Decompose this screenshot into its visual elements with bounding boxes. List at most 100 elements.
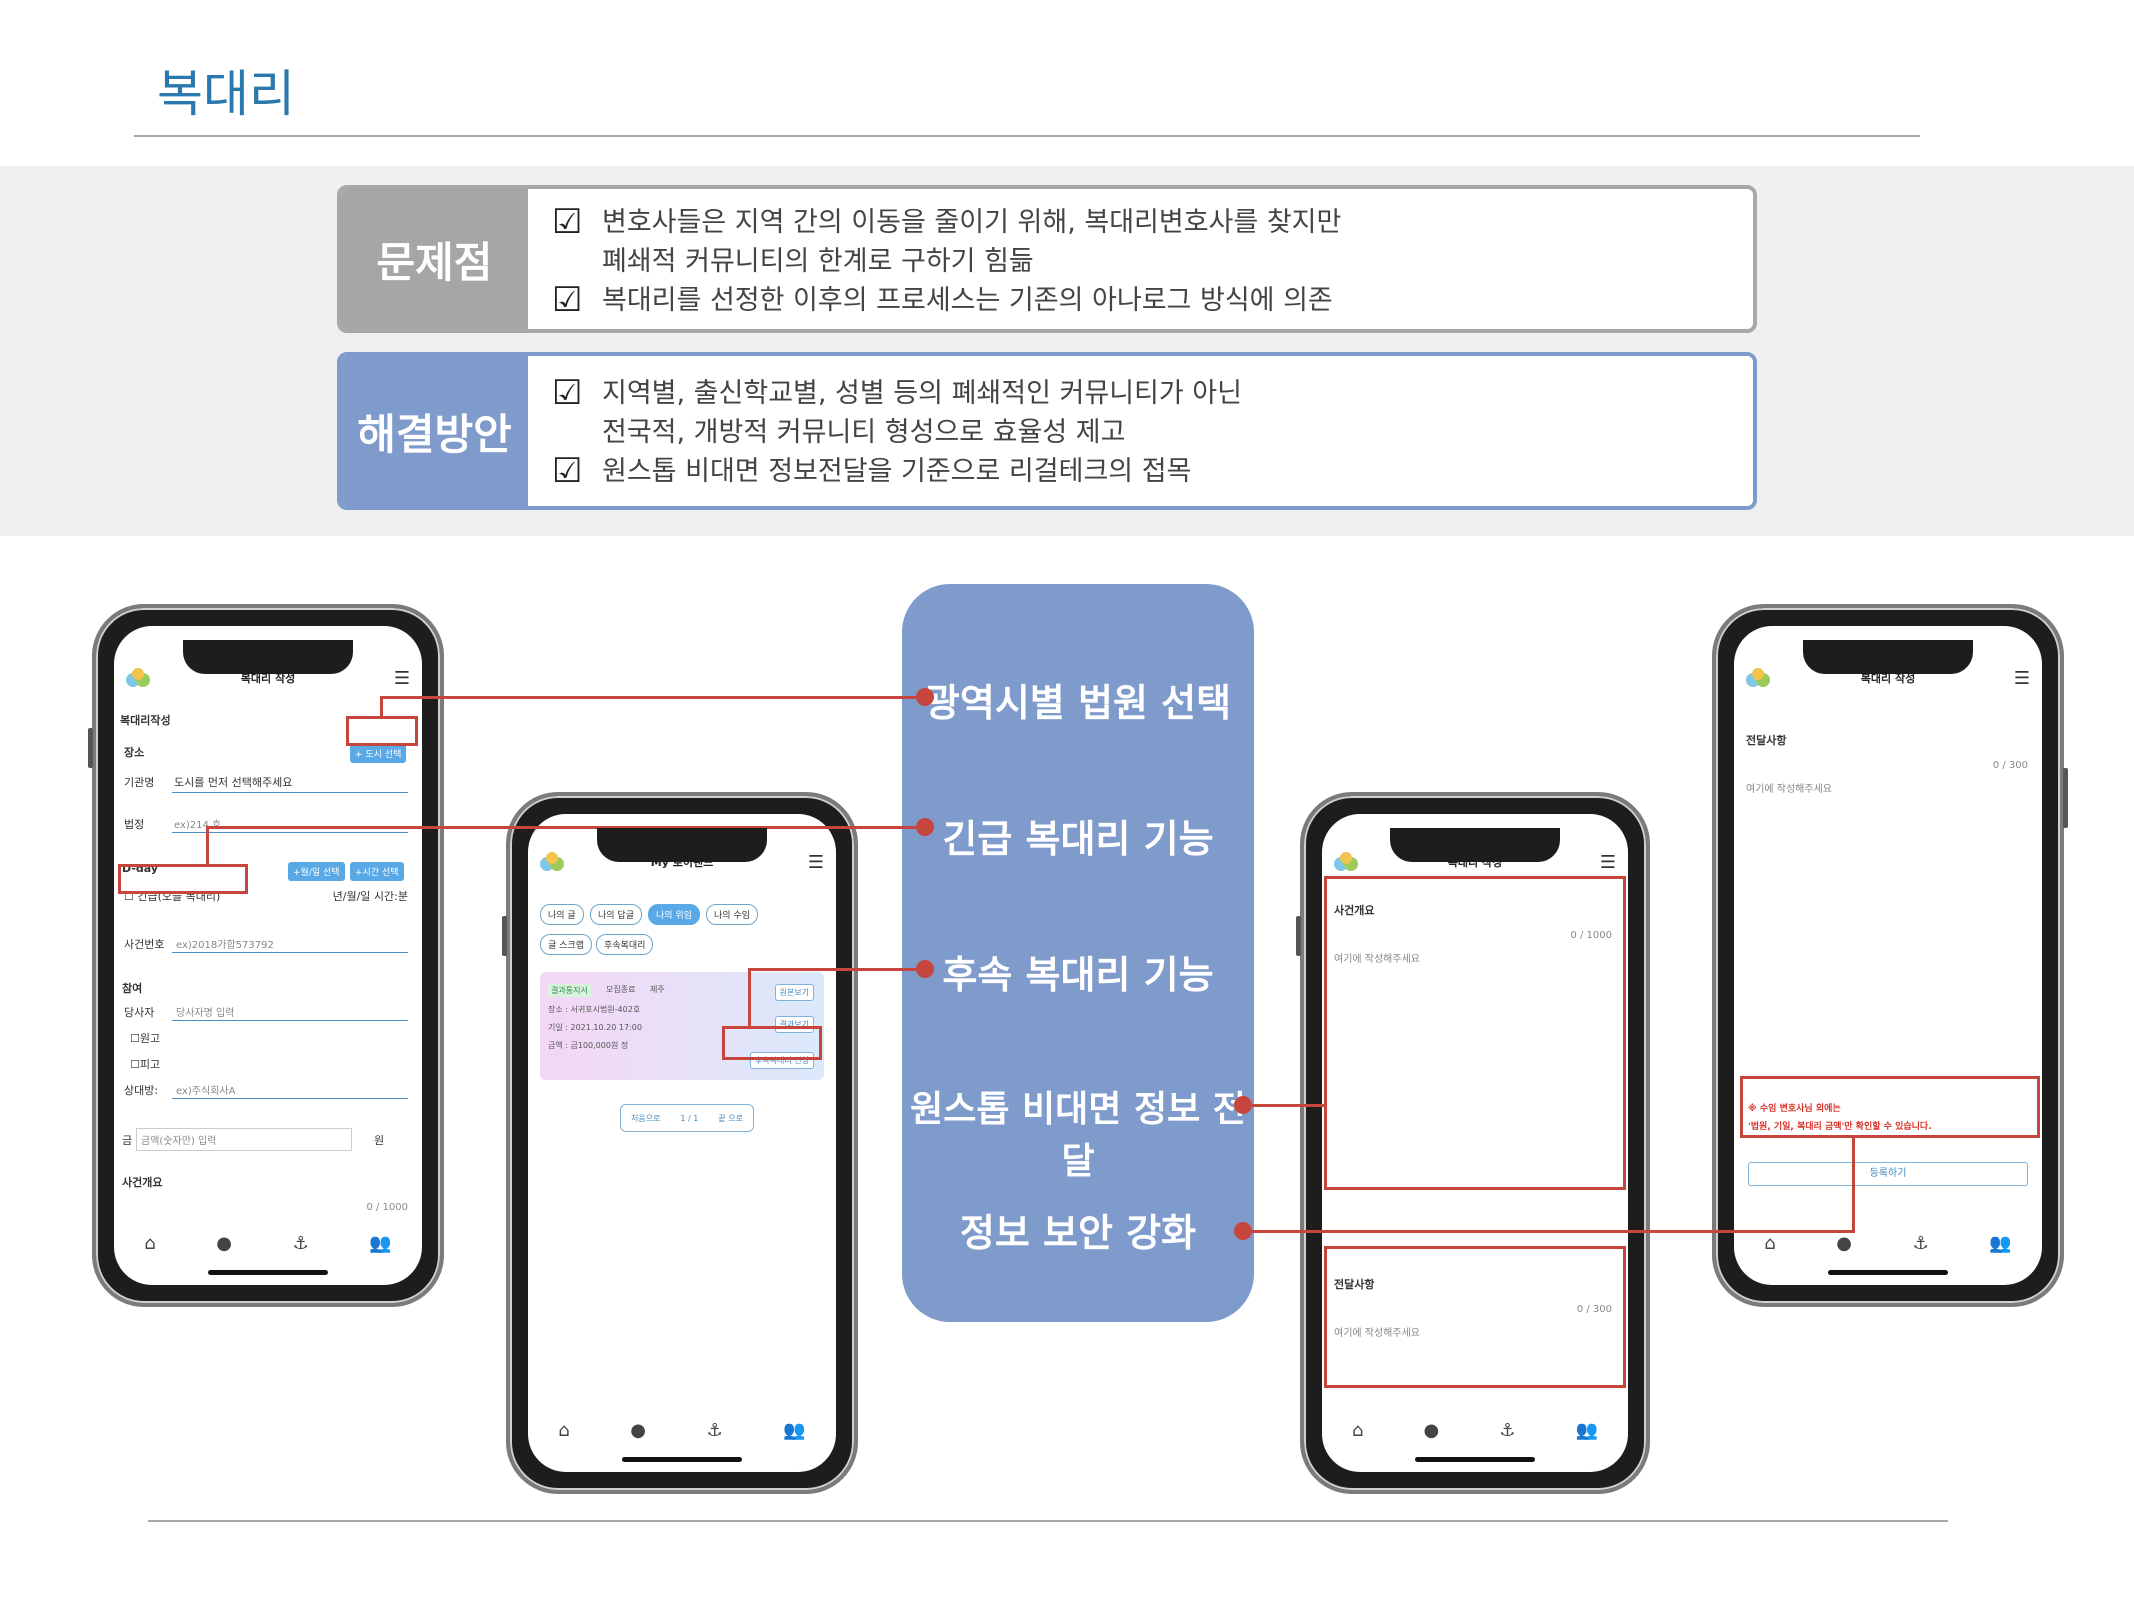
court-input[interactable]: ex)214 호 — [174, 820, 222, 831]
problem-line: ☑폐쇄적 커뮤니티의 한계로 구하기 힘듦 — [552, 242, 1729, 281]
agency-label: 기관명 — [124, 776, 155, 789]
anchor-icon[interactable]: ⚓ — [706, 1419, 723, 1441]
people-icon[interactable]: 👥 — [783, 1419, 806, 1441]
connector-line — [1242, 1104, 1324, 1107]
bottom-divider — [148, 1520, 1948, 1522]
date-format: 년/월/일 시간:분 — [332, 890, 408, 903]
plaintiff-label: 원고 — [139, 1032, 161, 1045]
court-label: 법정 — [124, 818, 145, 831]
solution-line: ☑전국적, 개방적 커뮤니티 형성으로 효율성 제고 — [552, 413, 1729, 452]
bottom-tabbar: ⌂ ● ⚓ 👥 — [1734, 1223, 2042, 1263]
menu-icon[interactable]: ☰ — [393, 668, 410, 689]
summary-label: 사건개요 — [1334, 904, 1375, 917]
home-icon[interactable]: ⌂ — [1352, 1419, 1364, 1441]
pager: 처음으로 1 / 1 끝 으로 — [620, 1104, 754, 1132]
home-icon[interactable]: ⌂ — [144, 1232, 156, 1254]
pager-last[interactable]: 끝 으로 — [718, 1113, 743, 1123]
phone-summary-form: 복대리 작성 ☰ 사건개요 0 / 1000 여기에 작성해주세요 전달사항 0… — [1296, 792, 1650, 1494]
feature-panel — [902, 584, 1254, 1322]
region-tag: 제주 — [650, 985, 665, 994]
tab-my-assignments[interactable]: 나의 수임 — [706, 904, 758, 925]
app-header: 복대리 작성 ☰ — [1734, 664, 2042, 696]
checkbox-icon: ☑ — [552, 373, 583, 413]
notes-count: 0 / 300 — [1992, 760, 2028, 771]
phone-side-button — [1296, 916, 1301, 956]
notes-count: 0 / 300 — [1576, 1304, 1612, 1315]
highlight-urgent — [118, 864, 248, 894]
date-select-button[interactable]: +월/일 선택 — [288, 862, 345, 881]
amount-input[interactable]: 금액(숫자만) 입력 — [136, 1128, 352, 1151]
app-logo-icon — [1746, 668, 1770, 687]
title-divider — [134, 135, 1920, 137]
defendant-label: 피고 — [139, 1058, 161, 1071]
people-icon[interactable]: 👥 — [1575, 1419, 1598, 1441]
case-input[interactable]: ex)2018가합573792 — [176, 940, 274, 951]
notes-textarea[interactable]: 여기에 작성해주세요 — [1746, 784, 1832, 795]
opponent-input[interactable]: ex)주식회사A — [176, 1086, 236, 1097]
connector-dot — [916, 818, 934, 836]
home-icon[interactable]: ⌂ — [558, 1419, 570, 1441]
tab-scrap[interactable]: 글 스크랩 — [540, 934, 592, 955]
checkbox-icon: ☑ — [552, 451, 583, 491]
menu-icon[interactable]: ☰ — [1599, 852, 1616, 873]
highlight-summary-area — [1324, 876, 1626, 1190]
menu-icon[interactable]: ☰ — [807, 852, 824, 873]
time-select-button[interactable]: +시간 선택 — [350, 862, 404, 881]
anchor-icon[interactable]: ⚓ — [292, 1232, 309, 1254]
connector-dot — [1234, 1096, 1252, 1114]
opponent-label: 상대방: — [124, 1084, 159, 1097]
agency-field[interactable] — [172, 792, 408, 793]
summary-textarea[interactable]: 여기에 작성해주세요 — [1334, 954, 1420, 965]
register-button[interactable]: 등록하기 — [1748, 1162, 2028, 1186]
chat-icon[interactable]: ● — [1836, 1232, 1852, 1254]
phone-side-button — [88, 728, 93, 768]
app-logo-icon — [1334, 852, 1358, 871]
notice-line: '법원, 기일, 복대리 금액'만 확인할 수 있습니다. — [1748, 1122, 1932, 1132]
notes-label: 전달사항 — [1746, 734, 1787, 747]
notice-line: ※ 수임 변호사님 외에는 — [1748, 1104, 1841, 1114]
follow-up-apply-button[interactable]: 후속복대리 신청 — [749, 1052, 814, 1069]
view-original-button[interactable]: 원본보기 — [774, 984, 814, 1001]
feature-follow-up: 후속 복대리 기능 — [942, 953, 1214, 997]
anchor-icon[interactable]: ⚓ — [1499, 1419, 1516, 1441]
tab-my-delegations[interactable]: 나의 위임 — [648, 904, 700, 925]
solution-line: ☑원스톱 비대면 정보전달을 기준으로 리걸테크의 접목 — [552, 452, 1729, 491]
recruit-status: 모집종료 — [606, 985, 636, 994]
chat-icon[interactable]: ● — [1423, 1419, 1440, 1441]
tab-follow-up[interactable]: 후속복대리 — [596, 934, 654, 955]
chat-icon[interactable]: ● — [216, 1232, 232, 1254]
phone-side-button — [502, 916, 507, 956]
pager-first[interactable]: 처음으로 — [630, 1113, 661, 1123]
solution-label: 해결방안 — [341, 356, 528, 506]
case-label: 사건번호 — [124, 938, 165, 951]
highlight-city-select — [346, 716, 418, 746]
app-logo-icon — [126, 668, 150, 687]
party-input[interactable]: 당사자명 입력 — [176, 1008, 235, 1019]
solution-text: 지역별, 출신학교별, 성별 등의 폐쇄적인 커뮤니티가 아닌 — [602, 378, 1242, 409]
notes-textarea[interactable]: 여기에 작성해주세요 — [1334, 1328, 1420, 1339]
people-icon[interactable]: 👥 — [1989, 1232, 2012, 1254]
menu-icon[interactable]: ☰ — [2013, 668, 2030, 689]
people-icon[interactable]: 👥 — [369, 1232, 392, 1254]
highlight-notice — [1740, 1076, 2040, 1138]
phone-screen: 복대리 작성 ☰ 복대리작성 장소 + 도시 선택 기관명 도시를 먼저 선택해… — [114, 626, 422, 1285]
connector-line — [380, 696, 924, 699]
card-amount: 금액 : 금100,000원 정 — [548, 1041, 629, 1050]
home-icon[interactable]: ⌂ — [1764, 1232, 1776, 1254]
connector-line — [748, 968, 924, 971]
plaintiff-radio[interactable]: ☐원고 — [130, 1032, 161, 1045]
bottom-tabbar: ⌂ ● ⚓ 👥 — [114, 1223, 422, 1263]
chat-icon[interactable]: ● — [630, 1419, 646, 1441]
defendant-radio[interactable]: ☐피고 — [130, 1058, 161, 1071]
connector-line — [1852, 1138, 1855, 1230]
phone-notch — [1803, 640, 1973, 674]
city-select-button[interactable]: + 도시 선택 — [350, 744, 407, 763]
tab-my-replies[interactable]: 나의 답글 — [590, 904, 642, 925]
connector-dot — [916, 688, 934, 706]
card-date: 기일 : 2021.10.20 17:00 — [548, 1023, 642, 1032]
anchor-icon[interactable]: ⚓ — [1912, 1232, 1929, 1254]
tab-my-posts[interactable]: 나의 글 — [540, 904, 584, 925]
result-badge: 결과통지서 — [548, 984, 591, 997]
opponent-field-line — [172, 1098, 408, 1099]
